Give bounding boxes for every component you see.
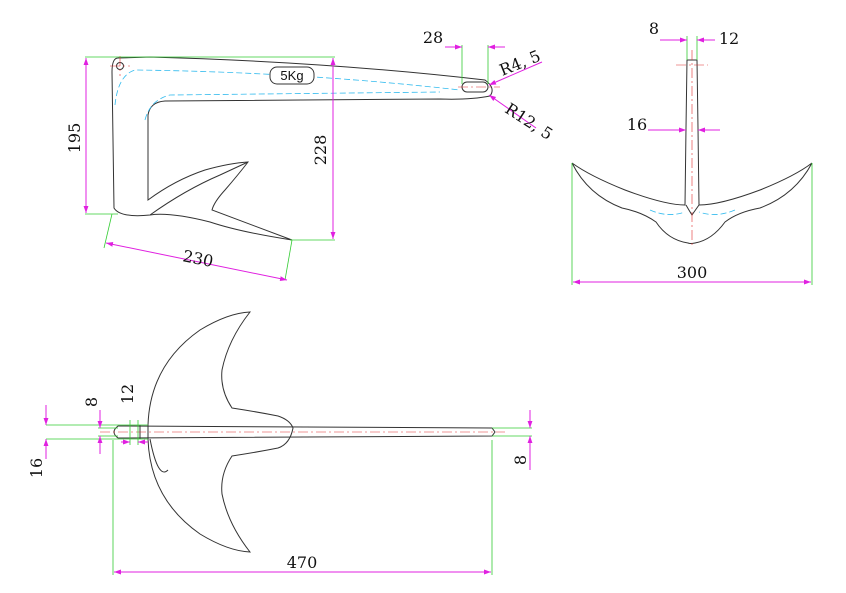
weight-label: 5Kg — [280, 68, 303, 83]
dim-12-front-text: 12 — [719, 29, 739, 48]
dim-195-text: 195 — [65, 123, 84, 154]
front-view-crotch — [685, 204, 700, 216]
dim-8-top-text: 8 — [82, 397, 101, 407]
dim-300-text: 300 — [677, 263, 708, 282]
dim-8-end-text: 8 — [511, 455, 530, 465]
top-view: 16 8 12 8 470 — [27, 311, 533, 575]
extension-line — [284, 239, 293, 281]
dim-230-text: 230 — [181, 246, 215, 271]
dim-230-line — [105, 242, 288, 281]
dim-16-top-text: 16 — [27, 458, 46, 478]
dim-12-top-text: 12 — [118, 384, 137, 404]
dim-228-text: 228 — [311, 135, 330, 166]
dim-470-text: 470 — [287, 553, 318, 572]
dim-16-front-text: 16 — [627, 115, 647, 134]
top-view-fluke — [147, 311, 294, 553]
extension-line — [103, 213, 113, 249]
dim-8-front-text: 8 — [649, 19, 659, 38]
side-view: 5Kg 195 228 230 28 R4, 5 R12, 5 — [65, 28, 557, 281]
side-view-hidden-line-2 — [144, 91, 441, 121]
side-view-hidden-line — [114, 69, 461, 106]
front-view-hidden-line — [649, 209, 736, 215]
weight-badge — [269, 66, 315, 85]
side-view-blade-line — [149, 161, 249, 216]
radius-small-text: R4, 5 — [497, 46, 544, 80]
radius-large-text: R12, 5 — [502, 99, 557, 144]
radius-small-leader — [488, 61, 543, 86]
top-view-fluke-edge — [149, 438, 169, 473]
dim-28-text: 28 — [423, 28, 443, 47]
front-view-outline — [571, 59, 813, 244]
front-view: 300 8 12 16 — [571, 19, 813, 285]
side-view-outline — [111, 56, 493, 241]
radius-large-leader — [488, 94, 537, 129]
